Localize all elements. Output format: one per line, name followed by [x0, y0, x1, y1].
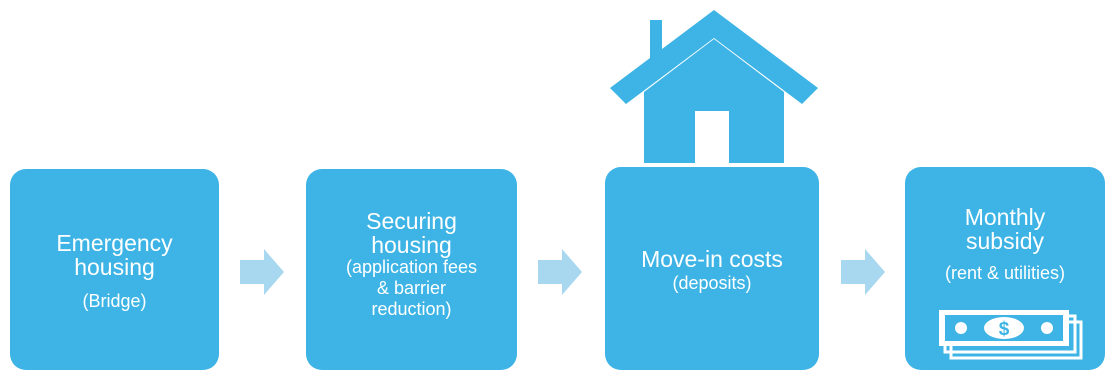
step-subtitle-line: (rent & utilities): [944, 263, 1066, 283]
step-subtitle-line: & barrier: [376, 278, 447, 298]
step-subtitle-line: (deposits): [672, 273, 752, 293]
step-title-line: housing: [74, 254, 155, 280]
step-title-line: Monthly: [964, 204, 1046, 230]
step-title-line: Move-in costs: [641, 246, 783, 272]
step-title-line: housing: [371, 232, 452, 258]
step-securing-housing: Securing housing (application fees & bar…: [306, 169, 517, 370]
right-arrow-icon: [841, 249, 885, 295]
step-move-in-costs: Move-in costs (deposits): [605, 167, 819, 370]
step-title-line: Securing: [366, 208, 457, 234]
step-title-line: Emergency: [56, 230, 173, 256]
money-stack-icon: $: [939, 310, 1083, 360]
step-monthly-subsidy: Monthly subsidy (rent & utilities) $: [905, 167, 1105, 370]
step-subtitle-line: (application fees: [345, 257, 478, 277]
step-emergency-housing: Emergency housing (Bridge): [10, 169, 219, 370]
right-arrow-icon: [240, 249, 284, 295]
right-arrow-icon: [538, 249, 582, 295]
dollar-symbol: $: [999, 319, 1010, 340]
step-subtitle-line: (Bridge): [82, 291, 147, 311]
step-subtitle-line: reduction): [371, 299, 452, 319]
house-icon: [610, 10, 818, 163]
step-title-line: subsidy: [966, 228, 1044, 254]
